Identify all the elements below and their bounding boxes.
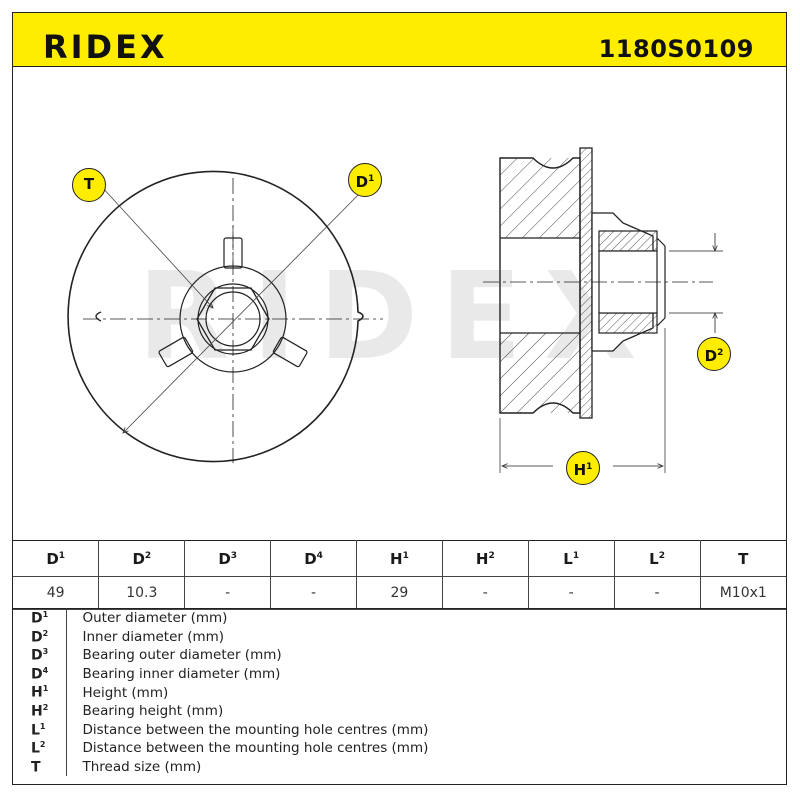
section-flange — [579, 147, 593, 419]
spec-header-t: T — [699, 540, 786, 577]
legend-symbol: H2 — [13, 701, 67, 721]
part-number: 1180S0109 — [598, 35, 754, 63]
front-outer-circle — [67, 170, 364, 463]
spec-header-d4: D4 — [270, 540, 357, 577]
legend-description: Bearing inner diameter (mm) — [82, 666, 281, 683]
spec-value-d2: 10.3 — [98, 576, 186, 610]
spec-header-l1: L1 — [527, 540, 615, 577]
spec-header-row: D1 D2 D3 D4 H1 H2 L1 L2 T — [13, 540, 786, 577]
spec-value-row: 49 10.3 - - 29 - - - M10x1 — [13, 576, 786, 610]
legend-symbol: D4 — [13, 664, 67, 684]
hex-nut — [196, 287, 270, 351]
technical-drawing: RIDEX — [67, 147, 723, 473]
legend-symbol: L2 — [13, 739, 67, 758]
legend-description: Height (mm) — [82, 684, 169, 701]
spec-header-d2: D2 — [98, 540, 186, 577]
spec-header-l2: L2 — [613, 540, 701, 577]
spec-table: D1 D2 D3 D4 H1 H2 L1 L2 T 49 10.3 - - 29… — [13, 540, 786, 610]
legend-symbol: H1 — [13, 683, 67, 702]
spec-value-t: M10x1 — [699, 576, 786, 610]
legend-symbol: D1 — [13, 608, 67, 628]
legend-description: Outer diameter (mm) — [82, 610, 228, 627]
legend-table: D1 Outer diameter (mm) D2 Inner diameter (… — [13, 608, 786, 777]
callout-d2: D2 — [697, 337, 731, 371]
legend-symbol: T — [13, 757, 67, 777]
spec-value-h1: 29 — [356, 576, 443, 610]
legend-row: D1 Outer diameter (mm) — [13, 608, 786, 628]
wheel-stud-top — [223, 226, 243, 269]
legend-row: H1 Height (mm) — [13, 683, 786, 702]
callout-d1: D1 — [348, 163, 382, 197]
spec-value-l1: - — [527, 576, 615, 610]
legend-row: T Thread size (mm) — [13, 757, 786, 777]
legend-description: Inner diameter (mm) — [82, 628, 225, 645]
wheel-stud-right — [272, 336, 308, 368]
front-view — [67, 170, 383, 463]
legend-row: L1 Distance between the mounting hole cen… — [13, 720, 786, 740]
legend-row: D2 Inner diameter (mm) — [13, 627, 786, 647]
spec-value-d3: - — [184, 576, 272, 610]
spec-value-l2: - — [613, 576, 701, 610]
legend-description: Bearing outer diameter (mm) — [82, 647, 282, 664]
legend-row: D3 Bearing outer diameter (mm) — [13, 646, 786, 665]
legend-row: D4 Bearing inner diameter (mm) — [13, 664, 786, 684]
spec-header-h2: H2 — [441, 540, 529, 577]
callout-t: T — [72, 168, 106, 202]
legend-symbol: D2 — [13, 627, 67, 647]
header-bar: RIDEX 1180S0109 — [13, 13, 786, 67]
ridex-logo: RIDEX — [43, 32, 168, 62]
wheel-stud-left — [158, 336, 194, 368]
section-view — [483, 147, 723, 473]
spec-value-h2: - — [441, 576, 529, 610]
legend-symbol: L1 — [13, 720, 67, 740]
callout-h1: H1 — [566, 451, 600, 485]
sheet-frame — [12, 12, 787, 785]
legend-description: Bearing height (mm) — [82, 703, 224, 720]
legend-description: Distance between the mounting hole centr… — [82, 721, 429, 738]
spec-header-h1: H1 — [356, 540, 443, 577]
spec-value-d4: - — [270, 576, 357, 610]
legend-symbol: D3 — [13, 646, 67, 665]
legend-row: L2 Distance between the mounting hole cen… — [13, 739, 786, 758]
brand-logo-text: RIDEX — [43, 32, 168, 62]
legend-row: H2 Bearing height (mm) — [13, 701, 786, 721]
legend-description: Thread size (mm) — [82, 759, 202, 776]
spec-header-d3: D3 — [184, 540, 272, 577]
spec-value-d1: 49 — [13, 576, 100, 610]
legend-description: Distance between the mounting hole centr… — [82, 740, 429, 757]
spec-header-d1: D1 — [13, 540, 100, 577]
